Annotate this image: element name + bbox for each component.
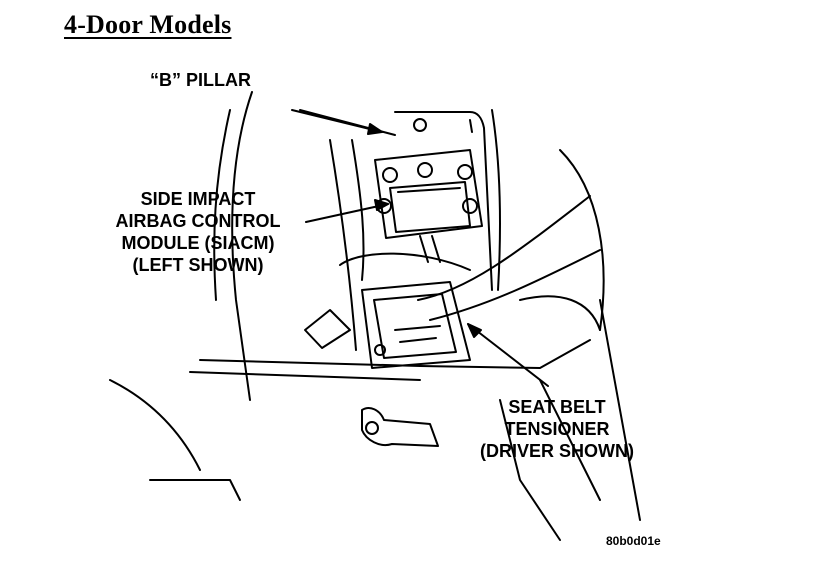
seat-belt-webbing	[417, 149, 605, 331]
b-pillar-label: “B” PILLAR	[150, 70, 251, 90]
mount-bolt	[462, 198, 478, 214]
leader-lines	[291, 109, 549, 387]
b-pillar-leader	[291, 109, 383, 133]
tensioner-label-line: SEAT BELT	[508, 397, 606, 417]
reference-code: 80b0d01e	[606, 534, 661, 548]
mount-bolt	[382, 167, 398, 183]
pillar-hole	[413, 118, 427, 132]
siacm-label-line: SIDE IMPACT	[140, 189, 256, 209]
seat-belt-tensioner-label: SEAT BELT TENSIONER (DRIVER SHOWN)	[452, 396, 662, 462]
tensioner-label-line: TENSIONER	[504, 419, 610, 439]
connector	[304, 309, 351, 349]
siacm-leader	[305, 203, 389, 223]
siacm-label: SIDE IMPACT AIRBAG CONTROL MODULE (SIACM…	[78, 188, 318, 276]
siacm-arrowhead	[374, 199, 389, 211]
b-pillar-arrowhead	[367, 123, 383, 135]
tensioner-arrowhead	[467, 323, 482, 338]
seat-belt-tensioner	[304, 252, 471, 369]
siacm-label-line: AIRBAG CONTROL	[115, 211, 281, 231]
mount-bolt	[417, 162, 433, 178]
floor-bracket	[361, 407, 439, 447]
tensioner-leader	[467, 323, 549, 387]
floor-sill	[109, 299, 641, 541]
tensioner-label-line: (DRIVER SHOWN)	[480, 441, 634, 461]
siacm-module	[374, 149, 483, 263]
siacm-label-line: MODULE (SIACM)	[121, 233, 275, 253]
siacm-label-line: (LEFT SHOWN)	[132, 255, 264, 275]
mount-bolt	[457, 164, 473, 180]
diagram-heading: 4-Door Models	[64, 10, 232, 39]
